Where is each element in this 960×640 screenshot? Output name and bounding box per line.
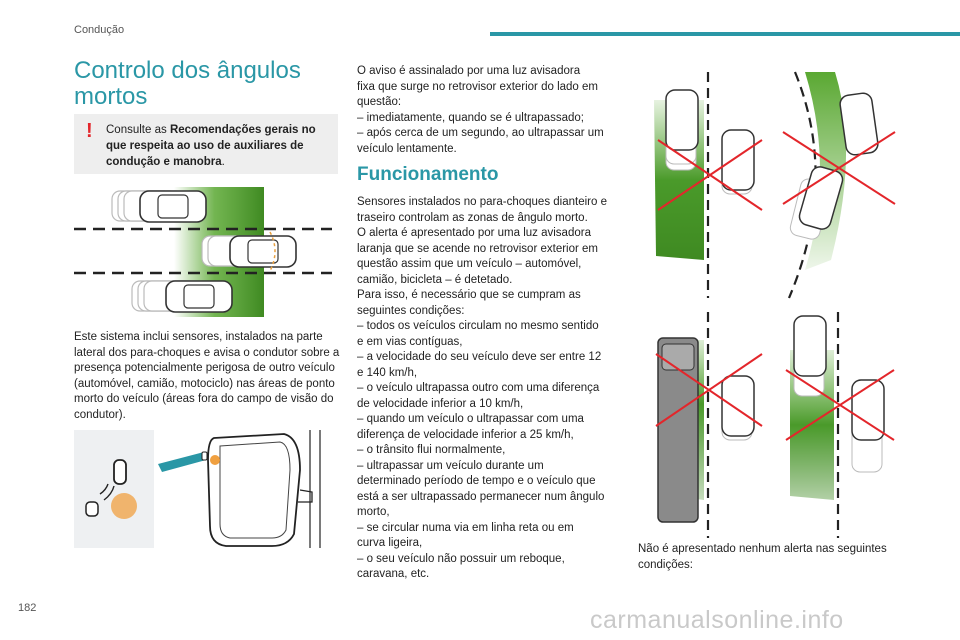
operation-line: Para isso, é necessário que se cumpram a… [357,289,581,301]
scenario-curved-road [782,71,896,299]
operation-heading: Funcionamento [357,164,499,185]
operation-line: – todos os veículos circulam no mesmo se… [357,320,599,332]
operation-line: camião, bicicleta – é detetado. [357,273,513,286]
warning-line: veículo lentamente. [357,142,457,155]
intro-paragraph: Este sistema inclui sensores, instalados… [74,331,340,421]
warning-line: O aviso é assinalado por uma luz avisado… [357,65,581,77]
no-alert-line: Não é apresentado nenhum alerta nas segu… [638,543,887,555]
operation-line: de velocidade inferior a 10 km/h, [357,397,524,410]
warning-line: – imediatamente, quando se é ultrapassad… [357,111,584,124]
warning-line: – após cerca de um segundo, ao ultrapass… [357,127,604,139]
no-alert-line: condições: [638,558,693,571]
operation-line: – ultrapassar um veículo durante um [357,459,544,472]
operation-line: seguintes condições: [357,304,465,317]
note-reference: Recomendações gerais no que respeita ao … [106,124,316,168]
operation-line: diferença de velocidade inferior a 25 km… [357,428,574,441]
operation-line: questão assim que um veículo – automóvel… [357,258,582,270]
operation-line: – o seu veículo não possuir um reboque, [357,552,565,565]
operation-line: Sensores instalados no para-choques dian… [357,196,607,208]
operation-line: – o veículo ultrapassa outro com uma dif… [357,382,600,394]
operation-line: curva ligeira, [357,537,423,549]
note-text: Consulte as Recomendações gerais no que … [106,124,316,168]
exclamation-icon: ! [86,120,93,142]
operation-line: e em vias contíguas, [357,335,463,348]
operation-paragraph: Sensores instalados no para-choques dian… [357,195,627,583]
operation-line: caravana, etc. [357,568,430,580]
scenario-truck-overtaking [655,312,763,538]
operation-line: laranja que se acende no retrovisor exte… [357,242,598,255]
page-number: 182 [18,602,37,614]
operation-line: traseiro controlam as zonas de ângulo mo… [357,211,588,224]
operation-line: e 140 km/h, [357,366,418,379]
warning-line: fixa que surge no retrovisor exterior do… [357,80,598,93]
watermark: carmanualsonline.info [590,606,844,634]
page-title: Controlo dos ângulos mortos [74,57,301,110]
warning-line: questão: [357,96,402,108]
operation-line: morto, [357,506,390,518]
header-accent-bar [490,32,960,36]
blind-spot-lanes-illustration [74,187,332,317]
operation-line: determinado período de tempo e o veículo… [357,475,596,487]
operation-line: O alerta é apresentado por uma luz avisa… [357,227,591,239]
operation-line: está a ser ultrapassado permanecer num â… [357,490,605,503]
operation-line: – quando um veículo o ultrapassar com um… [357,413,584,425]
operation-line: – a velocidade do seu veículo deve ser e… [357,351,602,363]
header-section-label: Condução [74,24,125,36]
scenario-opposite-direction [785,312,895,538]
operation-line: – o trânsito flui normalmente, [357,444,506,456]
no-alert-paragraph: Não é apresentado nenhum alerta nas segu… [638,542,918,573]
mirror-warning-light-illustration [74,430,321,548]
scenario-straight-lanes [654,72,763,298]
warning-paragraph: O aviso é assinalado por uma luz avisado… [357,64,627,157]
note-box: ! Consulte as Recomendações gerais no qu… [74,114,338,174]
operation-line: – se circular numa via em linha reta ou … [357,521,574,534]
